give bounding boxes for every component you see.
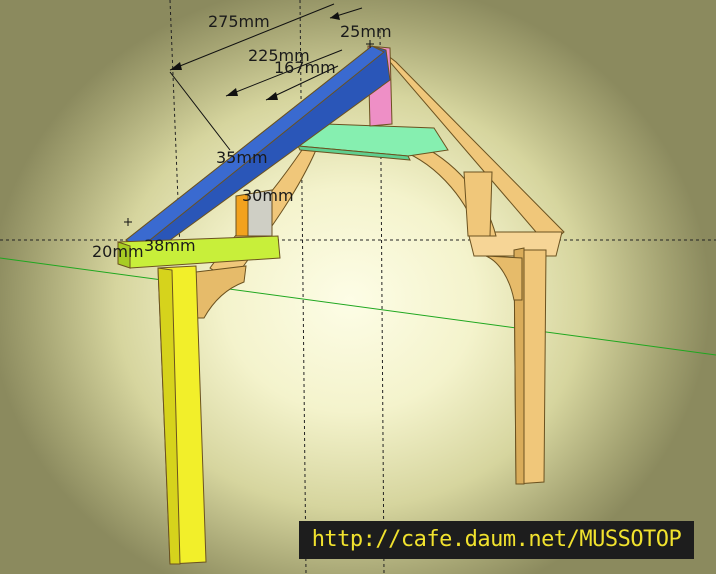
crosshair-markers bbox=[124, 40, 374, 226]
front-post-side bbox=[157, 267, 181, 565]
dimension-167: 167mm bbox=[274, 58, 336, 77]
back-frame bbox=[377, 47, 565, 485]
dimension-arrows bbox=[170, 12, 340, 100]
dimension-lines bbox=[169, 3, 363, 151]
dimension-20: 20mm bbox=[92, 242, 144, 261]
back-post-side bbox=[513, 247, 525, 485]
wall-plate-end bbox=[117, 241, 131, 269]
dimension-25: 25mm bbox=[340, 22, 392, 41]
front-knee-brace bbox=[195, 265, 247, 319]
dimension-30: 30mm bbox=[242, 186, 294, 205]
collar-tie-underside bbox=[297, 145, 411, 161]
back-knee-brace bbox=[485, 255, 523, 301]
green-axis-line bbox=[0, 257, 716, 356]
dimension-35: 35mm bbox=[216, 148, 268, 167]
dimension-275: 275mm bbox=[208, 12, 270, 31]
back-king-post bbox=[463, 171, 493, 237]
dimension-38: 38mm bbox=[144, 236, 196, 255]
dimension-225: 225mm bbox=[248, 46, 310, 65]
watermark-url: http://cafe.daum.net/MUSSOTOP bbox=[299, 521, 694, 559]
front-frame bbox=[117, 45, 449, 565]
